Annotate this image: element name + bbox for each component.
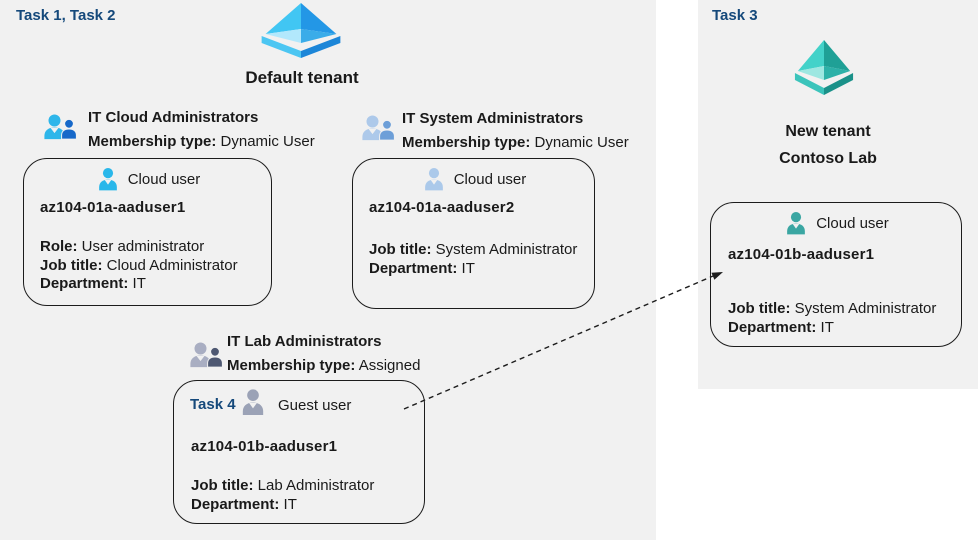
cloud-user-icon: [787, 212, 806, 235]
field-row: Job title: Cloud Administrator: [40, 257, 238, 276]
field-row: Department: IT: [191, 496, 374, 515]
card-header: Cloud user: [24, 166, 271, 193]
field-row: Role: User administrator: [40, 238, 238, 257]
user-card-guest: Task 4 Guest user az104-01b-aaduser1 Job…: [173, 380, 425, 524]
cloud-user-icon: [98, 168, 117, 191]
membership-type-value: Assigned: [358, 357, 421, 374]
field-value: IT: [283, 495, 297, 513]
group-name: IT Lab Administrators: [227, 333, 382, 350]
user-name: az104-01b-aaduser1: [191, 438, 338, 455]
user-type-label: Cloud user: [127, 171, 201, 188]
field-value: IT: [820, 318, 834, 336]
task-3-label: Task 3: [712, 7, 758, 24]
group-people-icon: [44, 114, 77, 140]
new-tenant-title: New tenant Contoso Lab: [698, 118, 958, 172]
user-card-aaduser2: Cloud user az104-01a-aaduser2 Job title:…: [352, 158, 595, 309]
default-tenant-panel: Task 1, Task 2 Default tenant IT Cloud A…: [0, 0, 656, 540]
field-label: Job title:: [369, 241, 432, 258]
card-header: Cloud user: [711, 210, 961, 237]
cloud-user-icon: [424, 168, 443, 191]
user-fields: Job title: System Administrator Departme…: [728, 300, 936, 337]
user-card-aaduser1: Cloud user az104-01a-aaduser1 Role: User…: [23, 158, 272, 306]
new-tenant-panel: Task 3 New tenant Contoso Lab Cloud user…: [698, 0, 978, 389]
user-name: az104-01b-aaduser1: [728, 246, 875, 263]
field-value: Lab Administrator: [257, 477, 375, 494]
card-header: Cloud user: [353, 166, 594, 193]
field-value: Cloud Administrator: [106, 256, 238, 274]
field-label: Department:: [369, 259, 458, 277]
azure-ad-tenant-icon-blue: [261, 3, 341, 58]
field-label: Job title:: [728, 300, 791, 317]
field-value: IT: [132, 275, 146, 292]
field-label: Department:: [191, 495, 280, 513]
user-type-label: Cloud user: [453, 171, 527, 188]
field-row: Job title: System Administrator: [728, 300, 936, 319]
default-tenant-label: Default tenant: [245, 68, 359, 87]
group-people-icon: [362, 115, 395, 141]
field-row: Department: IT: [728, 319, 936, 338]
field-label: Job title:: [191, 477, 254, 494]
user-fields: Job title: Lab Administrator Department:…: [191, 477, 374, 514]
group-people-icon: [190, 342, 223, 368]
membership-type-label: Membership type:: [227, 357, 356, 374]
azure-ad-tenant-icon-teal: [794, 40, 854, 95]
user-fields: Job title: System Administrator Departme…: [369, 241, 577, 278]
task-1-2-label: Task 1, Task 2: [16, 7, 116, 24]
field-label: Department:: [40, 275, 129, 292]
field-value: System Administrator: [794, 300, 937, 317]
user-type-label: Cloud user: [816, 215, 889, 232]
membership-type: Membership type: Dynamic User: [88, 130, 315, 154]
field-row: Department: IT: [369, 260, 577, 279]
membership-type-value: Dynamic User: [220, 133, 315, 150]
membership-type: Membership type: Dynamic User: [402, 131, 629, 155]
field-label: Role:: [40, 238, 78, 255]
group-name: IT Cloud Administrators: [88, 109, 259, 126]
field-label: Department:: [728, 318, 817, 336]
user-name: az104-01a-aaduser1: [40, 199, 186, 216]
contoso-lab-label: Contoso Lab: [779, 150, 877, 167]
user-name: az104-01a-aaduser2: [369, 199, 515, 216]
field-value: System Administrator: [435, 241, 578, 258]
field-value: User administrator: [81, 238, 205, 255]
membership-type-label: Membership type:: [88, 133, 217, 150]
user-card-new-tenant: Cloud user az104-01b-aaduser1 Job title:…: [710, 202, 962, 347]
user-fields: Role: User administrator Job title: Clou…: [40, 238, 238, 294]
field-row: Department: IT: [40, 275, 238, 294]
task-4-label: Task 4: [190, 396, 236, 413]
membership-type-value: Dynamic User: [534, 134, 629, 151]
guest-user-icon: [242, 389, 264, 416]
user-type-label: Guest user: [278, 397, 352, 414]
field-label: Job title:: [40, 256, 103, 274]
new-tenant-label: New tenant: [785, 123, 871, 140]
membership-type-label: Membership type:: [402, 134, 531, 151]
field-value: IT: [461, 259, 475, 277]
membership-type: Membership type: Assigned: [227, 354, 420, 378]
field-row: Job title: System Administrator: [369, 241, 577, 260]
field-row: Job title: Lab Administrator: [191, 477, 374, 496]
group-name: IT System Administrators: [402, 110, 584, 127]
